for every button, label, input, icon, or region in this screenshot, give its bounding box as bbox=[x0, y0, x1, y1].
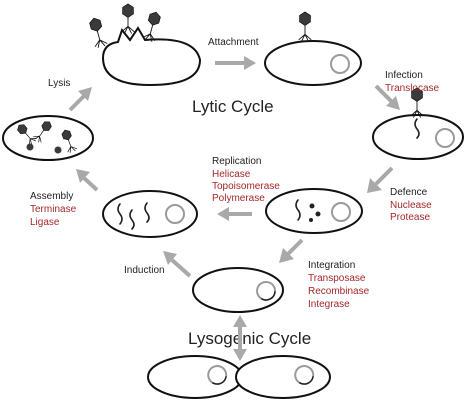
defence-enzyme: Nuclease bbox=[390, 200, 432, 211]
integration-enzyme: Transposase bbox=[308, 273, 366, 284]
arrow-replication-to-assembly bbox=[76, 169, 99, 192]
replication-enzyme: Topoisomerase bbox=[212, 181, 280, 192]
plasmid bbox=[435, 128, 455, 148]
assembly-cell bbox=[2, 115, 94, 161]
lysogenic-cycle-title: Lysogenic Cycle bbox=[188, 329, 311, 348]
arrow-lysogenic-division bbox=[233, 315, 247, 361]
replication-enzyme: Helicase bbox=[212, 169, 251, 180]
arrow-lysis-to-attachment bbox=[215, 56, 256, 70]
plasmid bbox=[330, 54, 350, 74]
lysis-label: Lysis bbox=[48, 78, 70, 89]
bacteriophage-icon bbox=[121, 3, 135, 35]
injected-dna bbox=[414, 118, 420, 139]
plasmid bbox=[165, 204, 185, 224]
replication-cell bbox=[102, 190, 198, 238]
arrow-attachment-to-infection bbox=[374, 84, 400, 110]
attachment-cell bbox=[264, 11, 362, 86]
defence-cell bbox=[265, 188, 363, 234]
lytic-cycle-title: Lytic Cycle bbox=[192, 97, 274, 116]
infection-cell bbox=[372, 87, 464, 160]
arrow-infection-to-defence bbox=[367, 166, 394, 193]
replication-label: Replication bbox=[212, 156, 261, 167]
dividing-cell-left bbox=[147, 355, 243, 399]
arrow-defence-to-integration bbox=[279, 238, 304, 263]
lysis-cell bbox=[87, 3, 202, 87]
assembly-label: Assembly bbox=[30, 191, 73, 202]
infection-label: Infection bbox=[385, 70, 423, 81]
defence-label: Defence bbox=[390, 187, 428, 198]
integration-enzyme: Integrase bbox=[308, 299, 350, 310]
viral-dna bbox=[295, 199, 301, 221]
bacteriophage-icon bbox=[141, 10, 163, 43]
assembly-enzyme: Ligase bbox=[30, 217, 60, 228]
infection-enzyme: Translocase bbox=[385, 83, 440, 94]
bacteriophage-icon bbox=[298, 11, 312, 43]
arrow-assembly-to-lysis bbox=[68, 87, 92, 112]
arrow-induction bbox=[163, 251, 192, 278]
replication-enzyme: Polymerase bbox=[212, 193, 265, 204]
dividing-cell-right bbox=[235, 355, 331, 399]
arrow-defence-to-replication bbox=[217, 207, 252, 221]
attachment-label: Attachment bbox=[208, 37, 259, 48]
plasmid bbox=[331, 202, 351, 222]
bacteriophage-icon bbox=[87, 16, 109, 49]
defence-enzyme: Protease bbox=[390, 212, 430, 223]
integration-label: Integration bbox=[308, 260, 355, 271]
integration-cell bbox=[192, 267, 284, 313]
assembly-enzyme: Terminase bbox=[30, 204, 77, 215]
induction-label: Induction bbox=[124, 265, 165, 276]
integration-enzyme: Recombinase bbox=[308, 286, 370, 297]
